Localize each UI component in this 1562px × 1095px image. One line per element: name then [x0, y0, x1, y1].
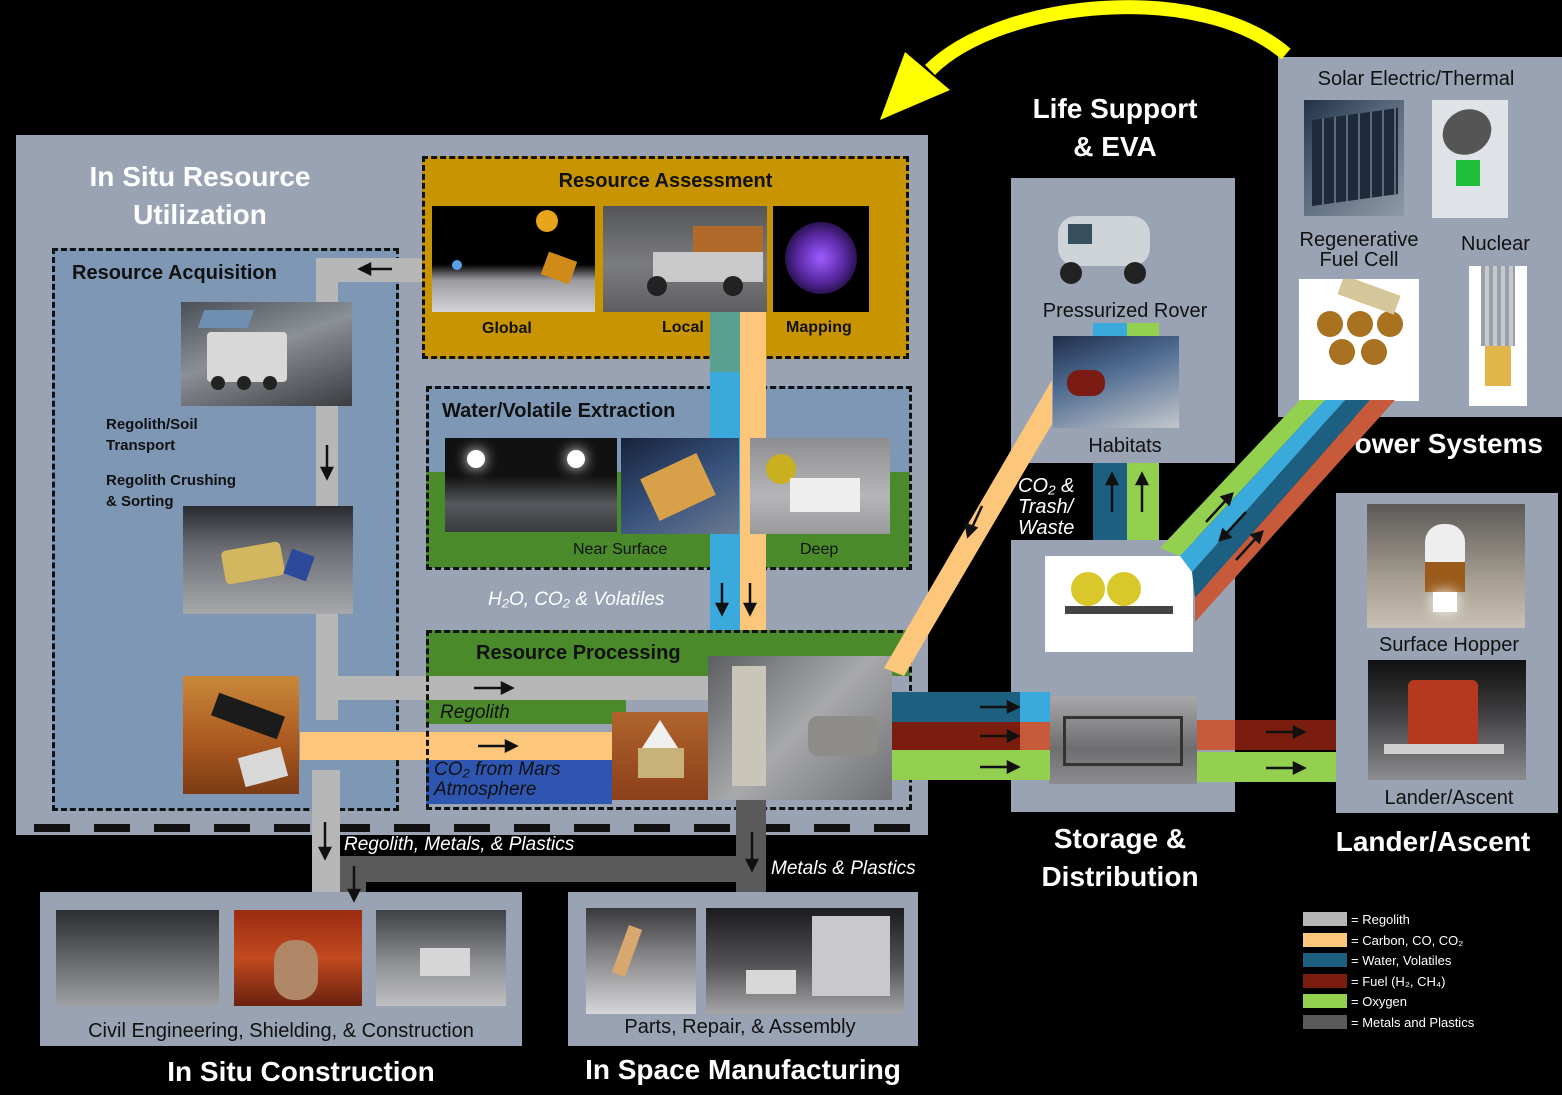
- construction-image-1: [56, 910, 219, 1006]
- rover-oxygen-band: [1127, 323, 1159, 337]
- water-flow-to-storage-light: [1020, 692, 1050, 722]
- deep-image: [750, 438, 890, 534]
- oxygen-flow-to-storage: [892, 750, 1050, 780]
- lander-title: Lander/Ascent: [1335, 826, 1531, 857]
- processing-regolith-band: [426, 700, 626, 724]
- lander-ascent-caption: Lander/Ascent: [1384, 787, 1514, 809]
- metals-flow-vertical: [736, 800, 766, 905]
- metals-flow-horizontal: [340, 856, 766, 882]
- regolith-band-top: [316, 258, 434, 282]
- manufacturing-image-1: [586, 908, 696, 1014]
- fuel-flow-to-storage-light: [1020, 722, 1050, 750]
- habitat-water-band: [1093, 463, 1127, 545]
- thermal-image: [1432, 100, 1508, 218]
- local-image: [603, 206, 767, 312]
- legend-item-regolith: = Regolith: [1303, 910, 1410, 928]
- rover-water-band: [1093, 323, 1127, 337]
- construction-caption: Civil Engineering, Shielding, & Construc…: [88, 1020, 474, 1042]
- near-surface-image-1: [445, 438, 617, 532]
- assessment-label-local: Local: [662, 319, 704, 336]
- global-image: [432, 206, 595, 312]
- legend-item-carbon: = Carbon, CO, CO₂: [1303, 931, 1463, 949]
- mapping-image: [773, 206, 869, 312]
- processing-regolith-label: Regolith: [440, 702, 510, 723]
- processing-carbon-band: [300, 732, 612, 760]
- construction-title: In Situ Construction: [167, 1056, 435, 1087]
- isru-title: In Situ Resource Utilization: [89, 161, 311, 230]
- habitats-label: Habitats: [1088, 435, 1162, 457]
- manufacturing-image-2: [706, 908, 904, 1014]
- processing-co2-label: CO₂ from Mars Atmosphere: [434, 759, 561, 800]
- regolith-transport-label: Regolith/Soil Transport: [106, 416, 198, 454]
- regen-label: Regenerative Fuel Cell: [1299, 229, 1419, 271]
- manufacturing-title: In Space Manufacturing: [585, 1054, 901, 1085]
- nuclear-image: [1469, 266, 1527, 406]
- nuclear-label: Nuclear: [1461, 233, 1530, 255]
- metals-plastics-label: Metals & Plastics: [771, 858, 916, 879]
- near-surface-image-2: [621, 438, 739, 534]
- assessment-label-mapping: Mapping: [786, 319, 852, 336]
- extraction-label-deep: Deep: [800, 541, 839, 558]
- regolith-transport-image: [181, 302, 352, 406]
- construction-image-2: [234, 910, 362, 1006]
- habitat-oxygen-band: [1127, 463, 1159, 545]
- legend-item-fuel: = Fuel (H₂, CH₄): [1303, 972, 1446, 990]
- resource-processing-title: Resource Processing: [476, 642, 681, 664]
- crushing-image: [183, 506, 353, 614]
- regolith-band-down: [312, 770, 340, 910]
- regolith-metals-plastics-label: Regolith, Metals, & Plastics: [344, 834, 575, 855]
- resource-acquisition-title: Resource Acquisition: [72, 262, 277, 284]
- mars-lander-image: [612, 712, 710, 800]
- processing-co2-band: [426, 760, 612, 804]
- storage-lander-image: [1045, 556, 1193, 652]
- habitat-image: [1053, 336, 1179, 428]
- hopper-label: Surface Hopper: [1378, 634, 1520, 656]
- resource-assessment-border: [422, 156, 909, 359]
- isru-dashed-border: [34, 824, 924, 832]
- assessment-label-global: Global: [482, 320, 532, 337]
- rover-image: [1054, 196, 1156, 294]
- crushing-label: Regolith Crushing & Sorting: [106, 472, 236, 510]
- resource-assessment-title: Resource Assessment: [558, 170, 773, 192]
- yellow-arrow-head: [880, 52, 950, 120]
- yellow-curve-arrow: [925, 0, 1291, 76]
- construction-image-3: [376, 910, 506, 1006]
- legend-item-water: = Water, Volatiles: [1303, 951, 1451, 969]
- resource-acquisition-border: [52, 248, 399, 811]
- lander-ascent-image: [1368, 660, 1526, 780]
- solar-label: Solar Electric/Thermal: [1317, 68, 1515, 90]
- co2-trash-label: CO₂ & Trash/ Waste: [1018, 475, 1075, 539]
- extraction-label-near-surface: Near Surface: [573, 541, 668, 558]
- rover-label: Pressurized Rover: [1042, 300, 1208, 322]
- legend-item-metals: = Metals and Plastics: [1303, 1013, 1474, 1031]
- storage-title: Storage & Distribution: [1041, 823, 1199, 892]
- hopper-image: [1367, 504, 1525, 628]
- volatiles-flow-label: H₂O, CO₂ & Volatiles: [488, 589, 665, 610]
- legend-item-oxygen: = Oxygen: [1303, 992, 1407, 1010]
- fuel-cell-image: [1299, 279, 1419, 401]
- storage-tanks-image: [1049, 696, 1197, 784]
- solar-image: [1304, 100, 1404, 216]
- power-title: Power Systems: [1336, 428, 1543, 459]
- life-support-title: Life Support & EVA: [1032, 93, 1198, 162]
- processing-plant-image: [708, 656, 892, 800]
- mars-processing-image: [183, 676, 299, 794]
- water-extraction-title: Water/Volatile Extraction: [442, 400, 676, 422]
- water-flow-band-green: [710, 312, 740, 372]
- manufacturing-caption: Parts, Repair, & Assembly: [624, 1016, 856, 1038]
- fuel-flow-to-lander-light: [1197, 720, 1235, 750]
